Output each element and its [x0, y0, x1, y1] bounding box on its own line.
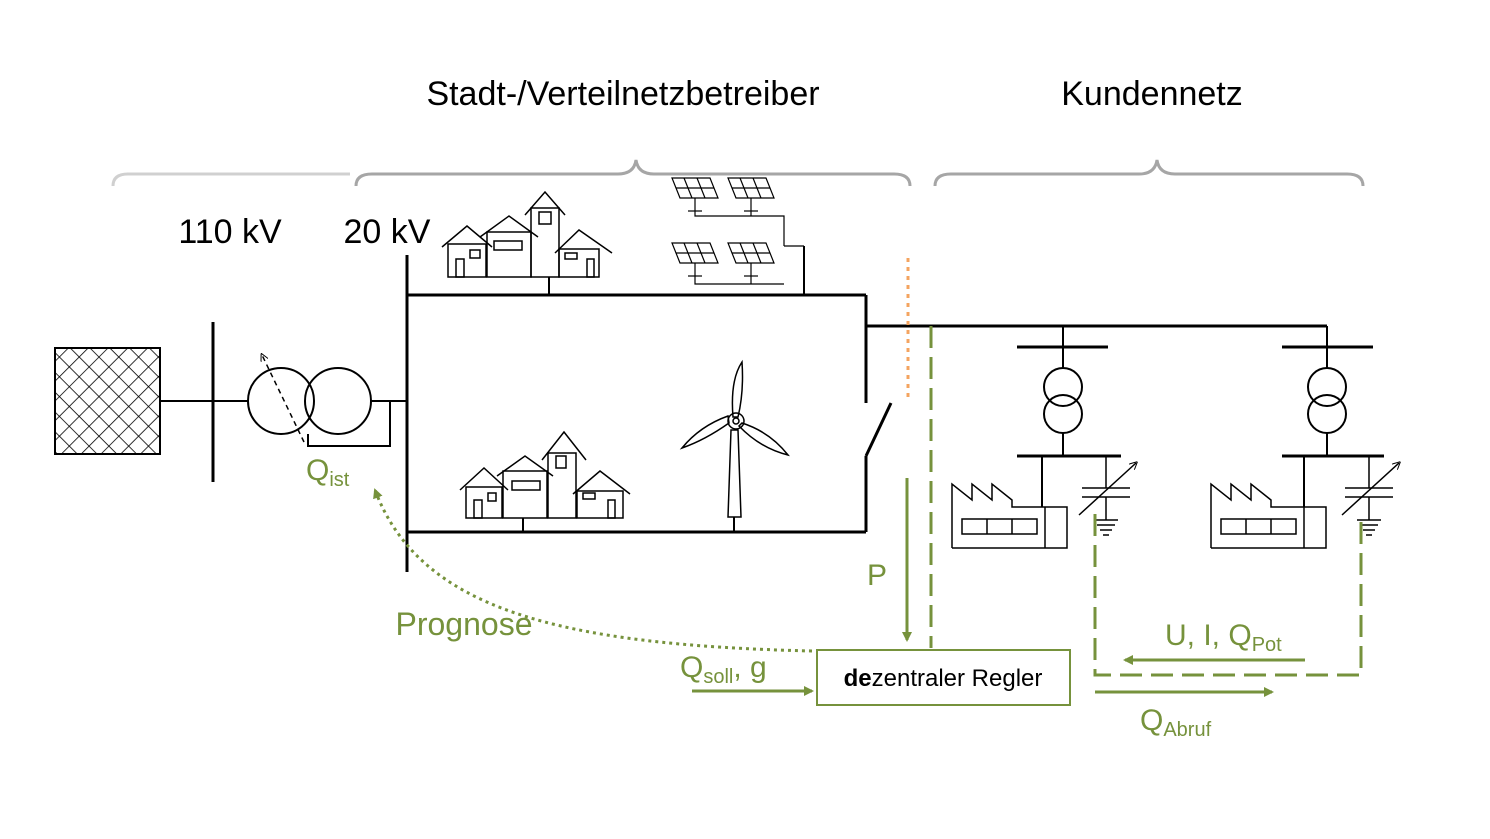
switch-icon — [864, 402, 893, 457]
header-stadt: Stadt-/Verteilnetzbetreiber — [426, 75, 819, 113]
prognose-label: Prognose — [396, 606, 533, 642]
transformer-icon — [247, 355, 407, 447]
customer-transformer-1-icon — [1043, 367, 1083, 434]
prognose-arrow — [373, 488, 813, 653]
control-dashed-lines — [929, 326, 1363, 677]
factory-1-icon — [951, 482, 1068, 549]
wind-turbine-icon — [679, 359, 790, 518]
brace-kunden — [933, 159, 1365, 187]
pv-panels-icon — [671, 177, 805, 295]
voltage-110kv: 110 kV — [178, 213, 282, 251]
p-label: P — [867, 559, 887, 592]
houses-lower-icon — [459, 430, 631, 519]
brace-light — [111, 172, 350, 187]
customer-transformer-2-icon — [1307, 367, 1347, 434]
factory-2-icon — [1210, 482, 1327, 549]
q-abruf-label: QAbruf — [1140, 704, 1212, 741]
voltage-20kv: 20 kV — [344, 213, 431, 251]
houses-upper-icon — [441, 190, 613, 278]
header-kundennetz: Kundennetz — [1061, 75, 1243, 113]
controller-box — [816, 649, 1071, 706]
q-ist-label: Qist — [306, 454, 350, 491]
controller-label: dezentraler Regler — [844, 665, 1043, 692]
brace-stadt — [354, 159, 912, 187]
u-i-q-label: U, I, QPot — [1165, 619, 1282, 656]
external-grid-icon — [54, 347, 161, 455]
capacitor-1-icon — [1078, 456, 1136, 536]
q-soll-label: Qsoll, g — [680, 651, 767, 688]
capacitor-2-icon — [1341, 456, 1399, 536]
